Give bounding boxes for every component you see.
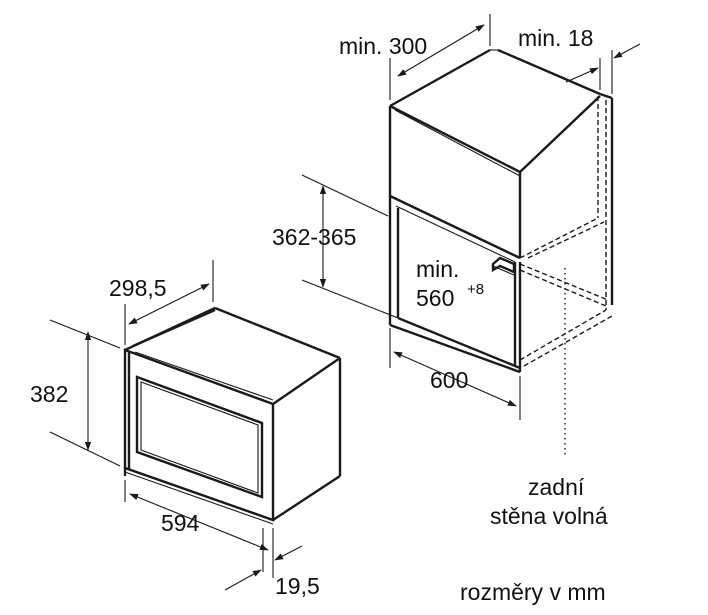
front-depth-label: 19,5 [275, 573, 320, 599]
back-wall-note-line2: stěna volná [490, 503, 608, 529]
opening-value-label: 560 [416, 285, 454, 311]
opening-min-label: min. [416, 256, 459, 282]
opening-tolerance-label: +8 [467, 281, 484, 298]
niche-width-label: 600 [430, 367, 468, 393]
appliance-width-label: 594 [161, 510, 200, 536]
dimension-lines [49, 14, 641, 591]
appliance-height-label: 382 [30, 381, 68, 407]
back-wall-note-line1: zadní [528, 474, 585, 500]
niche-depth-label: min. 300 [339, 33, 427, 59]
units-note: rozměry v mm [460, 579, 606, 605]
cabinet-niche [388, 48, 614, 458]
niche-height-label: 362-365 [272, 224, 356, 250]
niche-gap-label: min. 18 [518, 25, 593, 51]
built-in-appliance [123, 306, 342, 525]
appliance-depth-label: 298,5 [109, 275, 167, 301]
